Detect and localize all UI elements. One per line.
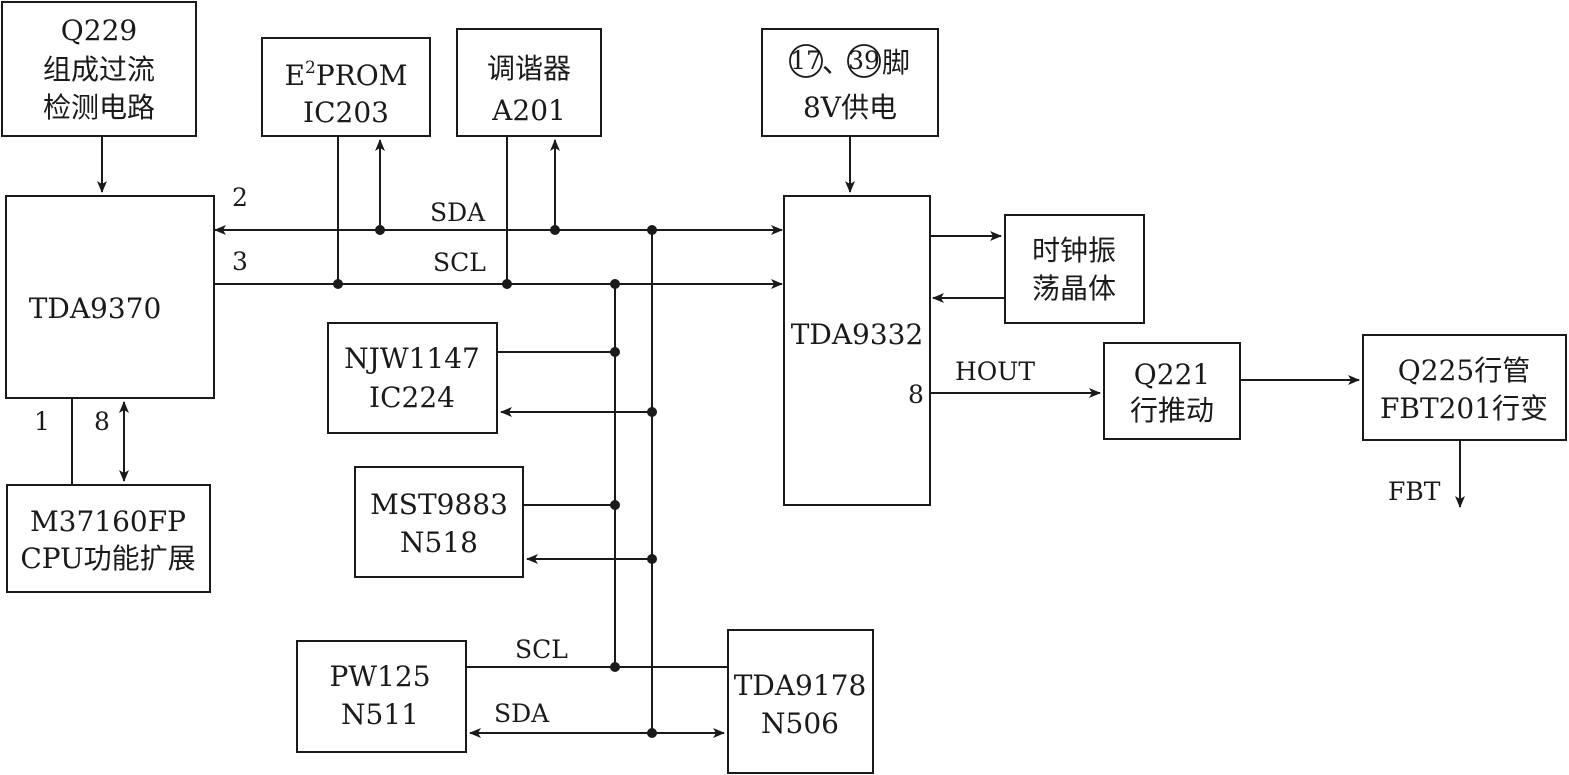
block-q225-line1: Q225行管 [1398, 354, 1530, 387]
block-eeprom-frame [261, 37, 431, 137]
block-pw125-line1: PW125 [329, 660, 430, 693]
junction-dot [610, 347, 620, 357]
junction-dot [610, 662, 620, 672]
junction-dot [375, 225, 385, 235]
block-q229-frame [1, 1, 197, 137]
block-tuner-frame [456, 28, 602, 137]
junction-dot [502, 279, 512, 289]
block-tda9178: TDA9178 N506 [727, 629, 874, 774]
block-tuner: 调谐器 A201 [456, 28, 602, 137]
block-tda9332-frame [783, 195, 931, 506]
pin-39-circle [847, 44, 881, 78]
block-eeprom-line2: IC203 [303, 96, 389, 129]
block-q229-line3: 检测电路 [43, 91, 155, 124]
block-clock-line1: 时钟振 [1032, 234, 1116, 267]
block-tda9370-label: TDA9370 [29, 292, 162, 325]
block-clock-frame [1004, 214, 1145, 324]
block-tda9178-frame [727, 629, 874, 774]
block-mst9883: MST9883 N518 [354, 466, 524, 578]
junctions [333, 225, 657, 738]
pin-39-number: 39 [848, 46, 880, 75]
signal-label-sda-top: SDA [430, 198, 486, 227]
junction-dot [610, 279, 620, 289]
block-q229: Q229 组成过流 检测电路 [1, 1, 197, 137]
eeprom-superscript: 2 [305, 58, 316, 78]
block-m37160fp-line1: M37160FP [30, 505, 186, 538]
block-njw1147-line1: NJW1147 [344, 342, 480, 375]
block-m37160fp: M37160FP CPU功能扩展 [6, 484, 211, 593]
block-q221: Q221 行推动 [1103, 342, 1241, 440]
block-pw125: PW125 N511 [296, 640, 467, 753]
block-8v-supply: 17 、 39 脚 8V供电 [761, 28, 939, 137]
block-eeprom-line1: E2PROM [285, 58, 408, 92]
wires [71, 136, 1465, 738]
eeprom-prom: PROM [316, 59, 408, 92]
block-8v-line2: 8V供电 [803, 91, 897, 124]
block-mst9883-line2: N518 [400, 526, 478, 559]
pin-label-sda: 2 [232, 183, 248, 212]
block-tda9370-frame [5, 195, 215, 399]
signal-label-scl-bottom: SCL [515, 635, 568, 664]
pin-17-number: 17 [790, 46, 822, 75]
block-tda9178-line2: N506 [761, 707, 839, 740]
block-q225-frame [1362, 334, 1567, 441]
junction-dot [550, 225, 560, 235]
pin-17-circle [789, 44, 823, 78]
signal-label-scl-top: SCL [433, 248, 486, 277]
signal-label-fbt: FBT [1388, 477, 1441, 506]
block-njw1147: NJW1147 IC224 [327, 322, 498, 434]
block-njw1147-line2: IC224 [369, 381, 455, 414]
junction-dot [647, 407, 657, 417]
junction-dot [610, 500, 620, 510]
eeprom-e: E [285, 59, 305, 92]
block-q229-line1: Q229 [61, 14, 137, 47]
block-q221-line2: 行推动 [1130, 394, 1214, 427]
block-mst9883-line1: MST9883 [370, 488, 508, 521]
junction-dot [333, 279, 343, 289]
junction-dot [647, 225, 657, 235]
pin-label-8: 8 [94, 407, 110, 436]
pin-label-scl: 3 [232, 247, 248, 276]
signal-label-hout: HOUT [955, 357, 1035, 386]
block-tda9178-line1: TDA9178 [734, 669, 867, 702]
pin-label-hout-8: 8 [908, 380, 924, 409]
labels: 2 3 SDA SCL 1 8 HOUT 8 SCL SDA FBT [34, 183, 1441, 728]
block-clock-line2: 荡晶体 [1032, 272, 1116, 305]
block-tda9332: TDA9332 [783, 195, 931, 506]
block-tda9370: TDA9370 [5, 195, 215, 399]
block-m37160fp-frame [6, 484, 211, 593]
junction-dot [647, 728, 657, 738]
block-q229-line2: 组成过流 [43, 53, 155, 86]
block-tuner-line2: A201 [491, 94, 566, 127]
block-tda9332-label: TDA9332 [791, 318, 924, 351]
pin-separator: 、 [822, 46, 850, 79]
block-clock: 时钟振 荡晶体 [1004, 214, 1145, 324]
block-pw125-line2: N511 [341, 698, 419, 731]
pin-label-1: 1 [34, 407, 50, 436]
block-q225-line2: FBT201行变 [1380, 392, 1548, 425]
block-njw1147-frame [327, 322, 498, 434]
block-q221-frame [1103, 342, 1241, 440]
block-8v-frame [761, 28, 939, 137]
block-m37160fp-line2: CPU功能扩展 [20, 542, 195, 575]
junction-dot [647, 554, 657, 564]
signal-label-sda-bottom: SDA [494, 699, 550, 728]
block-q221-line1: Q221 [1134, 358, 1210, 391]
block-mst9883-frame [354, 466, 524, 578]
pin-jiao-label: 脚 [882, 46, 910, 79]
block-q225: Q225行管 FBT201行变 [1362, 334, 1567, 441]
block-pw125-frame [296, 640, 467, 753]
block-tuner-line1: 调谐器 [487, 52, 571, 85]
block-eeprom: E2PROM IC203 [261, 37, 431, 137]
